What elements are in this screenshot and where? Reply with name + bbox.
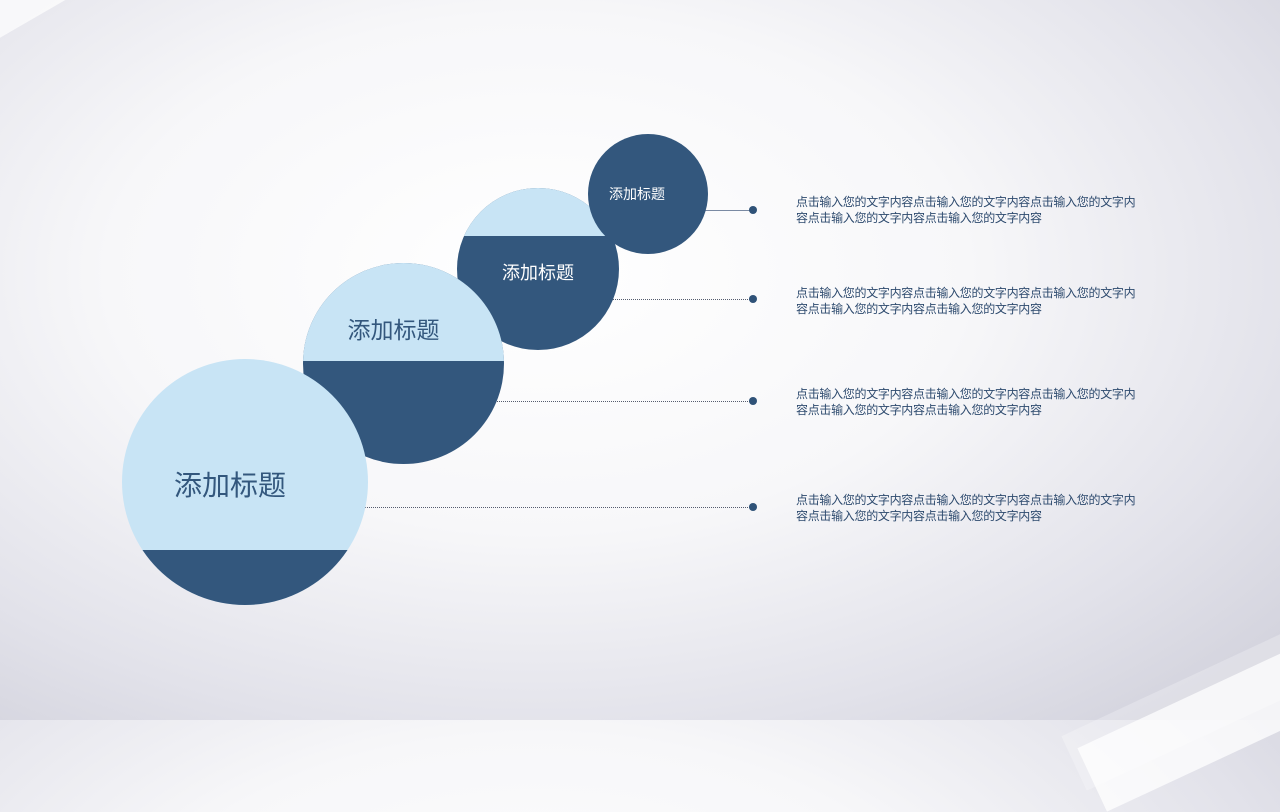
connector-dot-4 bbox=[749, 503, 757, 511]
connector-line-3 bbox=[495, 401, 752, 402]
step-circle-4: 添加标题 bbox=[588, 134, 708, 254]
step-description-4: 点击输入您的文字内容点击输入您的文字内容点击输入您的文字内容点击输入您的文字内容… bbox=[796, 195, 1136, 225]
step-title-2: 添加标题 bbox=[347, 318, 440, 344]
connector-dot-3 bbox=[749, 397, 757, 405]
step-circle-1: 添加标题 bbox=[122, 359, 368, 605]
decorative-corner-top-left bbox=[0, 0, 92, 45]
step-title-3: 添加标题 bbox=[502, 263, 574, 284]
step-title-1: 添加标题 bbox=[173, 469, 286, 502]
connector-line-2 bbox=[610, 299, 752, 300]
step-description-2: 点击输入您的文字内容点击输入您的文字内容点击输入您的文字内容点击输入您的文字内容… bbox=[796, 387, 1136, 417]
step-description-3: 点击输入您的文字内容点击输入您的文字内容点击输入您的文字内容点击输入您的文字内容… bbox=[796, 286, 1136, 316]
step-description-1: 点击输入您的文字内容点击输入您的文字内容点击输入您的文字内容点击输入您的文字内容… bbox=[796, 493, 1136, 523]
connector-dot-1 bbox=[749, 206, 757, 214]
connector-line-4 bbox=[360, 507, 752, 508]
circle-light-cap bbox=[303, 263, 504, 361]
step-title-4: 添加标题 bbox=[609, 187, 665, 203]
connector-line-1 bbox=[700, 210, 752, 211]
connector-dot-2 bbox=[749, 295, 757, 303]
circle-dark-base bbox=[122, 550, 368, 605]
